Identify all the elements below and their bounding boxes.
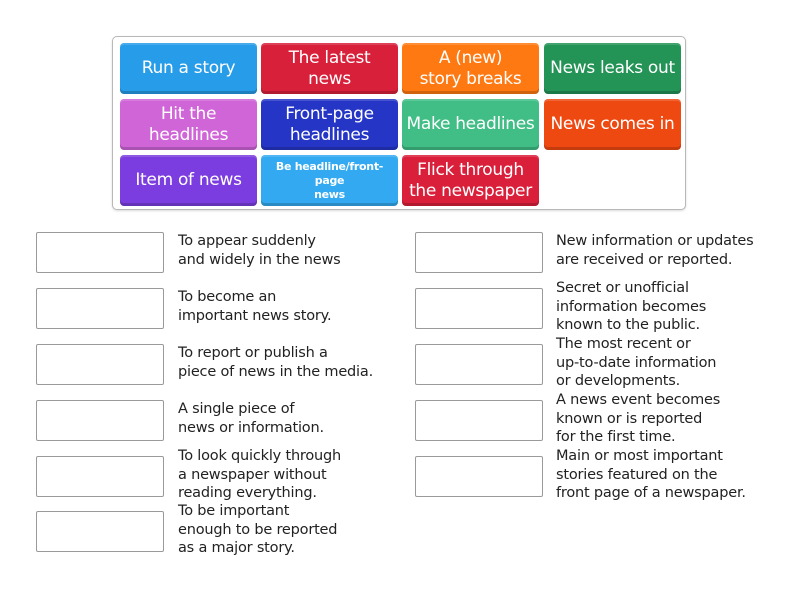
- definition-text: Main or most important stories featured …: [556, 448, 746, 501]
- tile-make-headlines[interactable]: Make headlines: [402, 99, 539, 150]
- tile-front-page-headlines[interactable]: Front-page headlines: [261, 99, 398, 150]
- definition-text: A news event becomes known or is reporte…: [556, 392, 721, 445]
- definition-text: To become an important news story.: [178, 289, 332, 324]
- tile-flick-through-the-newspaper[interactable]: Flick through the newspaper: [402, 155, 539, 206]
- tile-be-headline-front-page-news[interactable]: Be headline/front-page news: [261, 155, 398, 206]
- definition-text: The most recent or up-to-date informatio…: [556, 336, 717, 389]
- definition-text: New information or updates are received …: [556, 233, 754, 268]
- tile-run-a-story[interactable]: Run a story: [120, 43, 257, 94]
- drop-target[interactable]: [36, 232, 164, 273]
- drop-target[interactable]: [415, 232, 543, 273]
- drop-target[interactable]: [415, 344, 543, 385]
- tile-hit-the-headlines[interactable]: Hit the headlines: [120, 99, 257, 150]
- definition-text: To report or publish a piece of news in …: [178, 345, 373, 380]
- definition-text: Secret or unofficial information becomes…: [556, 280, 707, 333]
- definition-text: To be important enough to be reported as…: [178, 503, 338, 556]
- tile-news-leaks-out[interactable]: News leaks out: [544, 43, 681, 94]
- tile-item-of-news[interactable]: Item of news: [120, 155, 257, 206]
- drop-target[interactable]: [415, 400, 543, 441]
- definition-text: A single piece of news or information.: [178, 401, 324, 436]
- drop-target[interactable]: [36, 344, 164, 385]
- answer-bank: Run a story The latest news A (new) stor…: [112, 36, 686, 210]
- drop-target[interactable]: [36, 511, 164, 552]
- drop-target[interactable]: [415, 456, 543, 497]
- drop-target[interactable]: [36, 456, 164, 497]
- drop-target[interactable]: [36, 288, 164, 329]
- tile-the-latest-news[interactable]: The latest news: [261, 43, 398, 94]
- tile-news-comes-in[interactable]: News comes in: [544, 99, 681, 150]
- definition-text: To appear suddenly and widely in the new…: [178, 233, 341, 268]
- drop-target[interactable]: [415, 288, 543, 329]
- definition-text: To look quickly through a newspaper with…: [178, 448, 342, 501]
- tile-a-new-story-breaks[interactable]: A (new) story breaks: [402, 43, 539, 94]
- drop-target[interactable]: [36, 400, 164, 441]
